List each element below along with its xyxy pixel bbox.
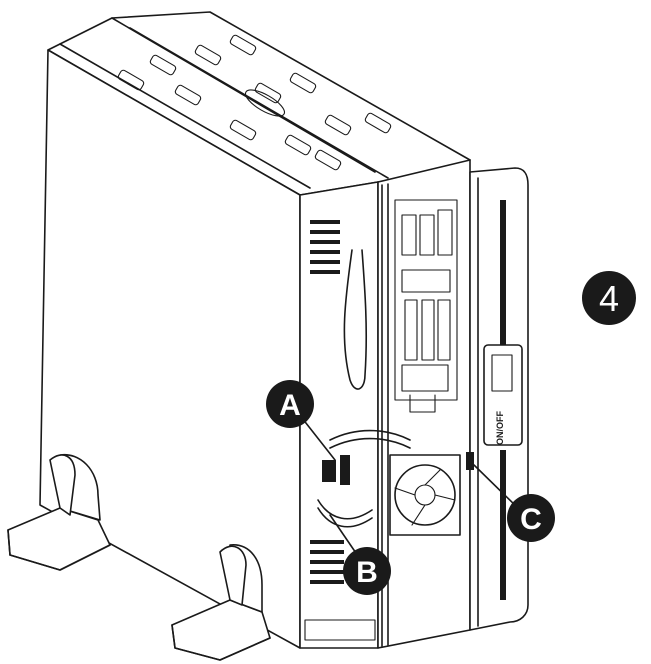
svg-text:B: B [356,556,378,589]
rear-vent-upper [310,220,340,274]
rear-vent-lower [310,540,344,584]
bezel-latch [466,452,474,470]
step-number-badge: 4 [582,271,636,325]
callout-a: A [266,380,314,428]
right-stand-foot [171,544,271,661]
battery-connector [317,429,411,528]
tower-rear-face-right [377,159,471,649]
bezel-vents [500,200,506,600]
cable-loop [343,249,368,390]
left-stand-foot [7,453,111,571]
front-panel-display-label: ON/OFF [495,411,505,445]
callout-b-leader [329,514,359,557]
svg-text:4: 4 [599,278,619,319]
callout-c-leader [473,464,521,511]
svg-text:C: C [520,503,542,536]
callout-a-leader [301,417,336,461]
rear-panel [304,199,461,641]
callout-c: C [507,494,555,542]
cooling-fan [389,454,461,536]
front-bezel: ON/OFF [466,167,529,631]
bottom-rail [304,619,376,641]
ups-tower [39,11,471,649]
callout-b: B [343,547,391,595]
top-vents [117,34,392,171]
internal-circuit-block [394,199,458,413]
svg-text:A: A [279,389,301,422]
